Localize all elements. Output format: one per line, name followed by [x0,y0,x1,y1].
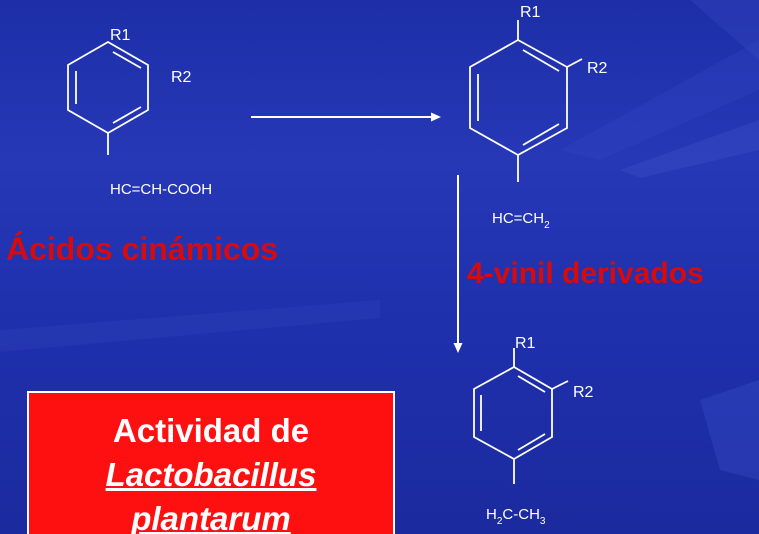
molecule2-r2: R2 [587,60,608,77]
activity-box-line2: Lactobacillus [105,456,317,493]
molecule-cinnamic-acid [67,40,149,155]
reaction-arrow-right [251,112,441,122]
molecule2-substituent: HC=CH2 [492,210,550,231]
molecule1-substituent: HC=CH-COOH [110,181,212,198]
activity-box-line1: Actividad de [112,412,310,449]
label-vinyl-derivatives: 4-vinil derivados [467,257,704,290]
molecule-vinyl-derivative [469,20,583,182]
molecule-ethyl-derivative [473,348,569,484]
label-cinnamic-acids: Ácidos cinámicos [6,231,279,267]
molecule1-r2: R2 [171,69,192,86]
molecule3-substituent-ch-index: 3 [540,516,546,527]
molecule3-substituent-ch: C-CH [502,506,540,523]
molecule3-r2: R2 [573,384,594,401]
molecule2-r1: R1 [520,4,541,21]
reaction-arrow-down [453,175,463,353]
molecule3-r1: R1 [515,335,536,352]
molecule2-substituent-index: 2 [544,220,550,231]
molecule2-substituent-main: HC=CH [492,210,544,227]
molecule3-substituent: H2C-CH3 [486,506,546,527]
activity-box-line3: plantarum [131,500,291,534]
activity-box: Actividad de Lactobacillus plantarum [27,391,395,534]
molecule1-r1: R1 [110,27,131,44]
molecule3-substituent-h-index: 2 [497,516,503,527]
molecule3-substituent-h: H [486,506,497,523]
